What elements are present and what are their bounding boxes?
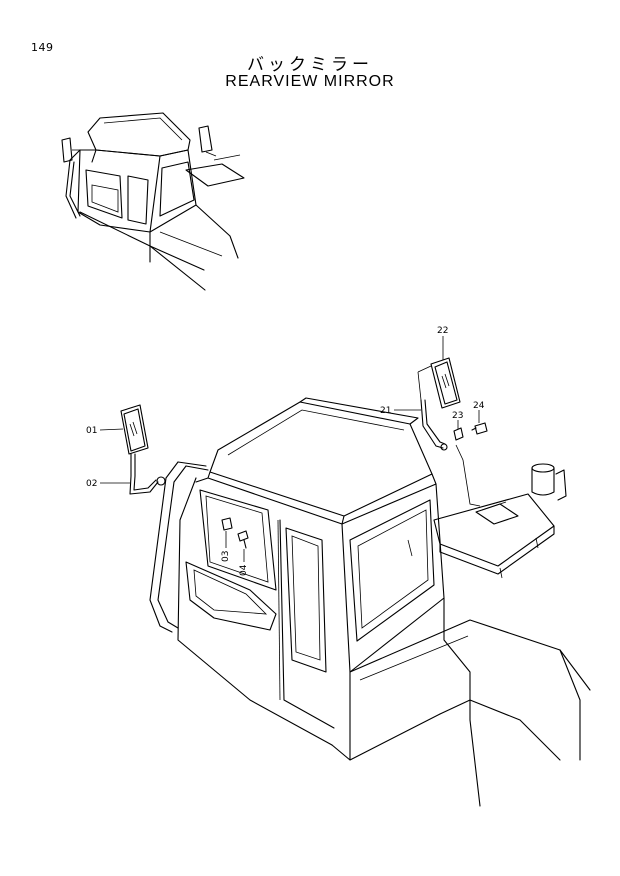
callout-01: 01 <box>86 426 124 436</box>
title-japanese: バックミラー <box>247 55 373 75</box>
callout-23: 23 <box>452 411 463 429</box>
callout-04: 04 <box>239 549 249 576</box>
overview-cab-drawing <box>61 112 245 291</box>
callout-label-03: 03 <box>221 551 231 562</box>
callout-02: 02 <box>86 479 130 489</box>
mirror-left-assembly <box>120 404 249 549</box>
callout-label-01: 01 <box>86 426 97 436</box>
page-number: 149 <box>31 41 54 54</box>
title-english: REARVIEW MIRROR <box>225 73 395 90</box>
callout-24: 24 <box>473 401 485 423</box>
callout-label-24: 24 <box>473 401 485 411</box>
main-cab-drawing <box>149 397 591 807</box>
callout-label-22: 22 <box>437 326 448 336</box>
callout-label-21: 21 <box>380 406 391 416</box>
callout-label-04: 04 <box>239 564 249 576</box>
callout-03: 03 <box>221 531 231 562</box>
callout-label-23: 23 <box>452 411 463 421</box>
mirror-right-assembly <box>420 357 488 507</box>
callout-21: 21 <box>380 406 421 416</box>
callout-22: 22 <box>417 326 448 401</box>
callout-label-02: 02 <box>86 479 97 489</box>
